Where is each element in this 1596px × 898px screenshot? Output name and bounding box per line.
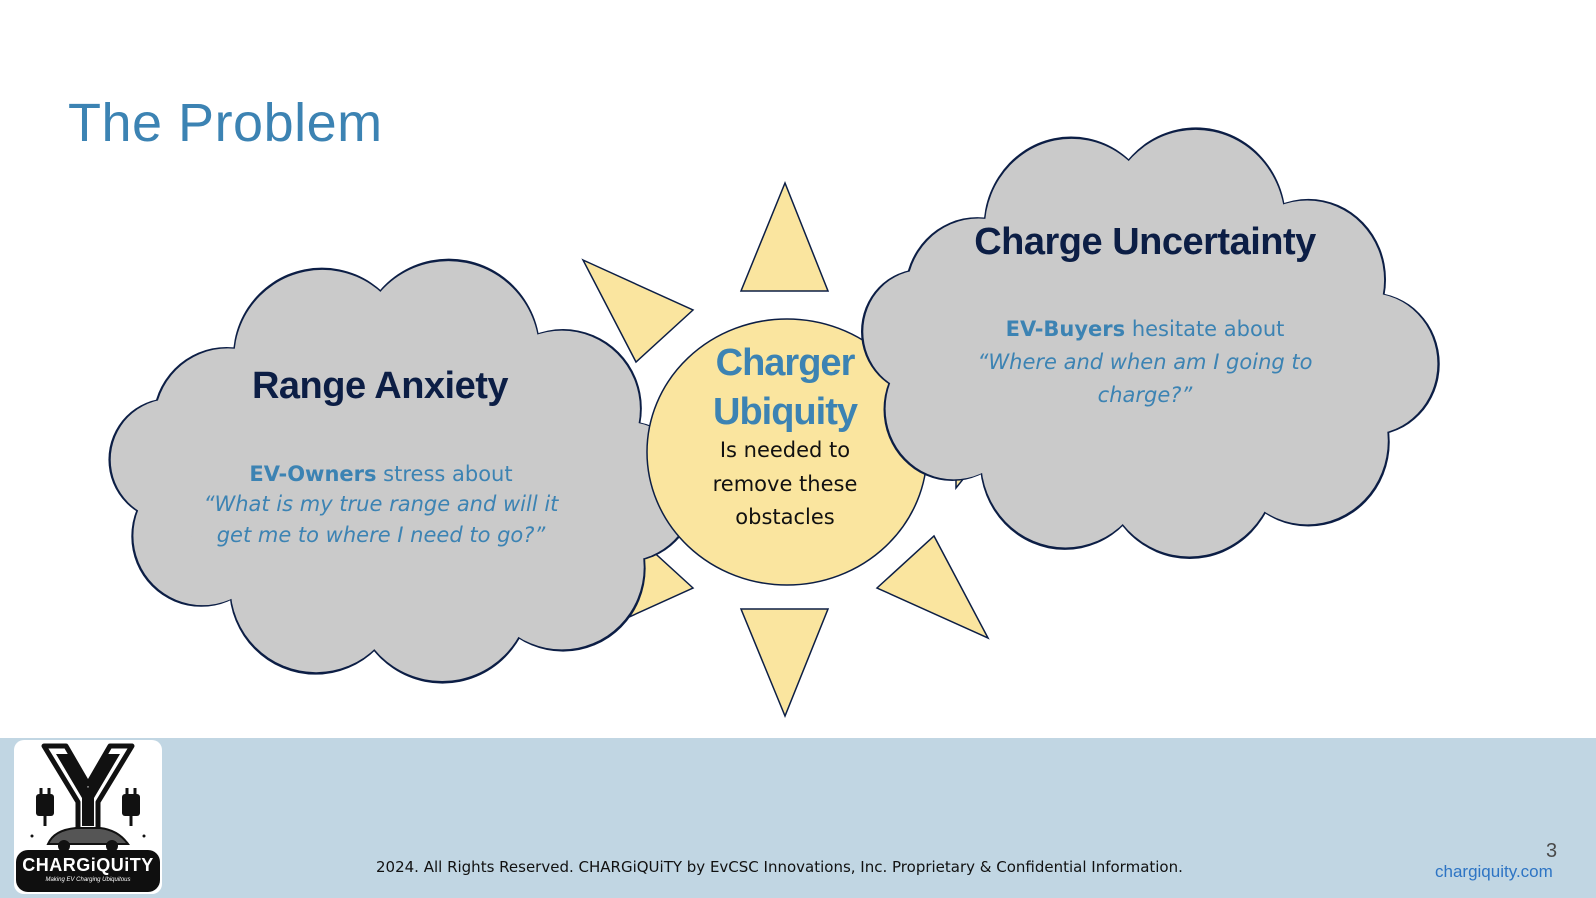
center-body-line1: Is needed to — [720, 438, 850, 462]
charge-uncertainty-quote-line2: charge?” — [1098, 383, 1194, 407]
center-body-line3: obstacles — [735, 505, 834, 529]
page-number: 3 — [1546, 840, 1558, 862]
charge-uncertainty-subject: EV-Buyers — [1006, 317, 1126, 341]
charge-uncertainty-quote-line1: “Where and when am I going to — [978, 350, 1313, 374]
copyright-notice: 2024. All Rights Reserved. CHARGiQUiTY b… — [376, 858, 1183, 876]
center-title-line2: Ubiquity — [713, 391, 858, 433]
sun-ray-lower-right — [875, 534, 990, 640]
range-anxiety-quote-line2: get me to where I need to go?” — [217, 523, 547, 547]
charge-uncertainty-heading: Charge Uncertainty — [974, 221, 1316, 263]
range-anxiety-quote-line1: “What is my true range and will it — [204, 492, 560, 516]
charge-uncertainty-lead-rest: hesitate about — [1125, 317, 1284, 341]
range-anxiety-subject: EV-Owners — [249, 462, 376, 486]
logo-wordmark: CHARGiQUiTY — [22, 855, 154, 875]
problem-diagram: Charger Ubiquity Is needed to remove the… — [108, 127, 1440, 718]
slide-title: The Problem — [68, 93, 383, 153]
website-link[interactable]: chargiquity.com — [1435, 862, 1553, 881]
center-body-line2: remove these — [713, 472, 858, 496]
company-logo: CHARGiQUiTY Making EV Charging Ubiquitou… — [14, 740, 162, 894]
range-anxiety-heading: Range Anxiety — [252, 365, 508, 407]
charge-uncertainty-lead: EV-Buyers hesitate about — [1006, 317, 1285, 341]
center-title-line1: Charger — [716, 342, 856, 384]
slide-footer: CHARGiQUiTY Making EV Charging Ubiquitou… — [0, 738, 1596, 898]
sun-ray-upper-left — [581, 258, 695, 364]
y-plug-car-logo-icon — [30, 743, 146, 852]
sun-ray-bottom — [739, 608, 830, 718]
sun-ray-top — [739, 180, 830, 292]
range-anxiety-lead-rest: stress about — [377, 462, 513, 486]
logo-tagline: Making EV Charging Ubiquitous — [45, 877, 131, 883]
logo-badge: CHARGiQUiTY Making EV Charging Ubiquitou… — [16, 850, 160, 892]
range-anxiety-lead: EV-Owners stress about — [249, 462, 512, 486]
charge-uncertainty-cloud — [861, 127, 1440, 559]
